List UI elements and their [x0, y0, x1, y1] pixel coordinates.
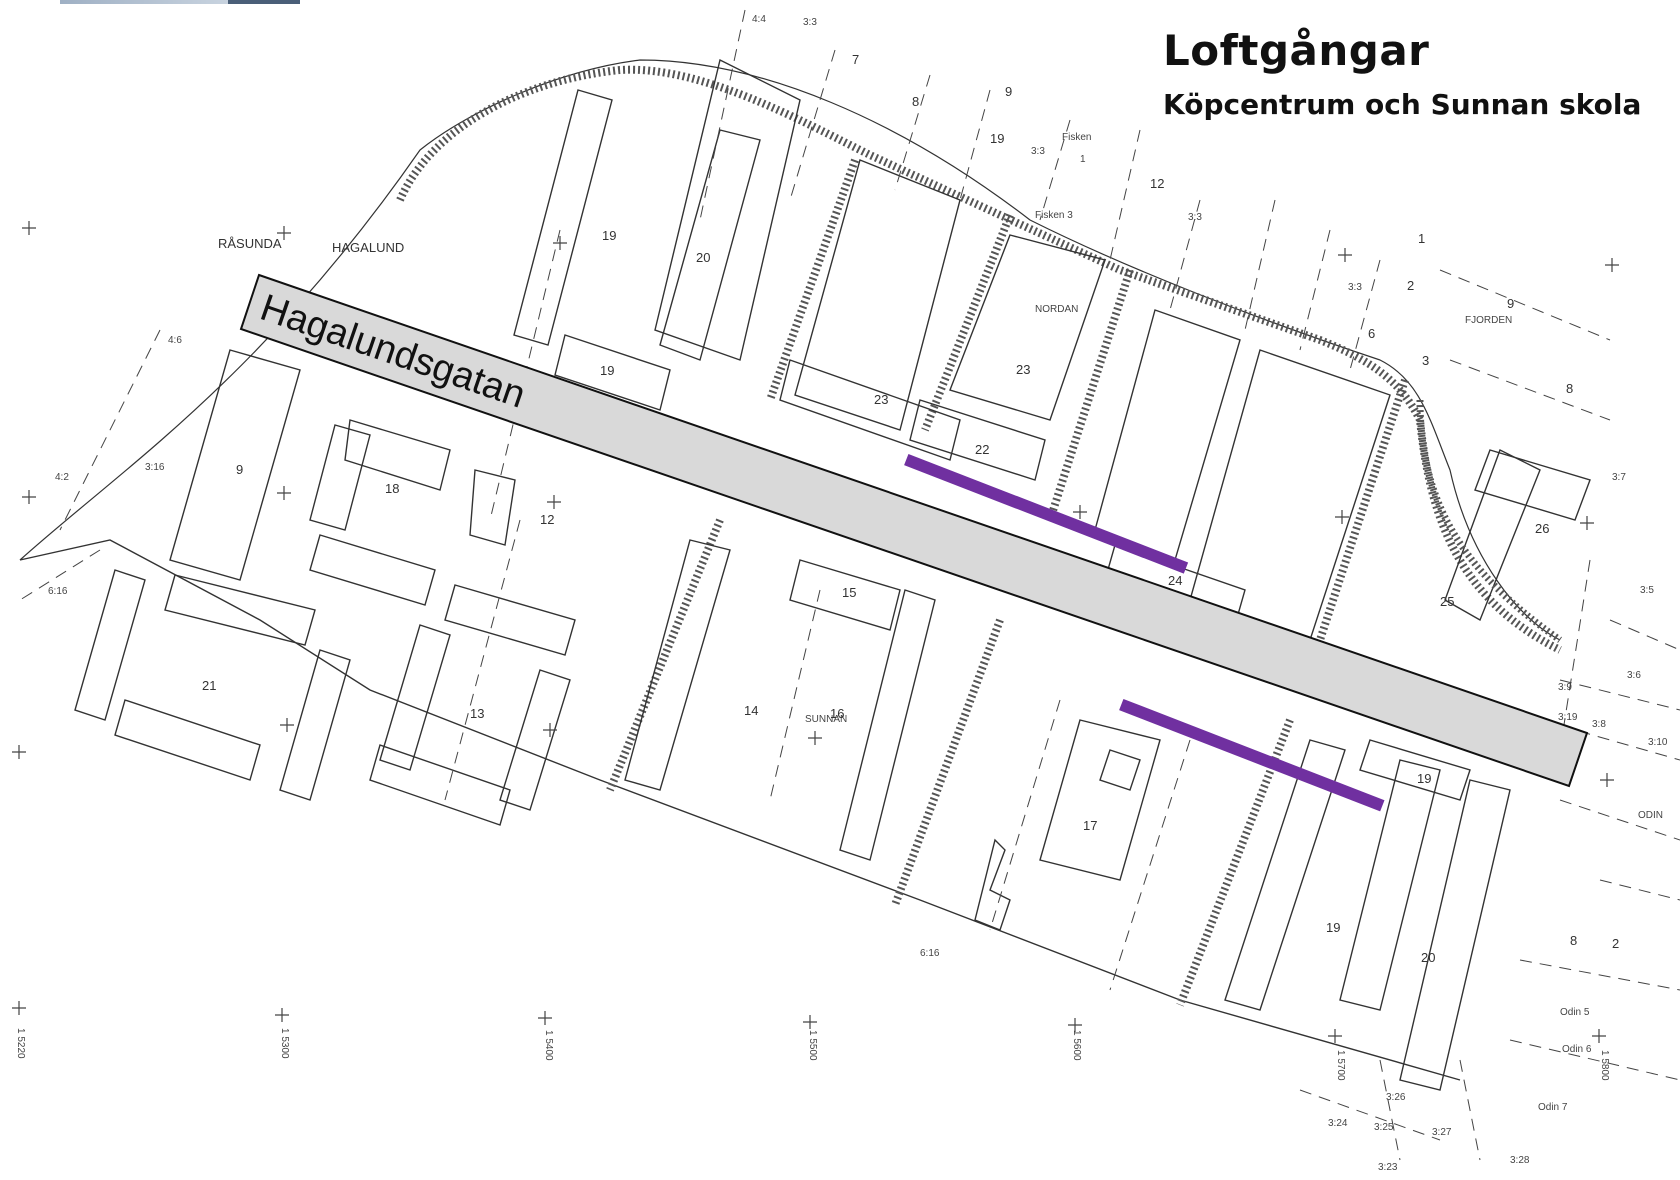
page-title: Loftgångar	[1163, 26, 1430, 75]
coord-label: 1 5500	[807, 1030, 818, 1061]
parcel-8c: 8	[1570, 933, 1577, 948]
parcel-numbers: 19 20 19 9 18 12 23 23 22 24 26 25 15 14…	[202, 52, 1619, 965]
grid-label: 3:26	[1386, 1092, 1406, 1103]
label-rasunda: RÅSUNDA	[218, 236, 282, 251]
label-odin-7: Odin 7	[1538, 1102, 1568, 1113]
parcel-15: 15	[842, 585, 856, 600]
parcel-22: 22	[975, 442, 989, 457]
logo-strip	[60, 0, 300, 4]
street-label: Hagalundsgatan	[255, 287, 530, 417]
parcel-9c: 9	[1005, 84, 1012, 99]
label-fisken-3: Fisken 3	[1035, 210, 1073, 221]
parcel-7: 7	[852, 52, 859, 67]
grid-label: 3:27	[1432, 1127, 1452, 1138]
parcel-25: 25	[1440, 594, 1454, 609]
grid-label: 3:3	[1188, 212, 1202, 223]
parcel-9b: 9	[1507, 296, 1514, 311]
parcel-8: 8	[912, 94, 919, 109]
parcel-20a: 20	[696, 250, 710, 265]
coord-label: 1 5220	[15, 1028, 26, 1059]
coordinate-labels: 1 5220 1 5300 1 5400 1 5500 1 5600 1 570…	[15, 1028, 1610, 1081]
parcel-24: 24	[1168, 573, 1182, 588]
parcel-3: 3	[1422, 353, 1429, 368]
place-labels: RÅSUNDA HAGALUND NORDAN SUNNAN FJORDEN F…	[218, 132, 1663, 1113]
parcel-1: 1	[1418, 231, 1425, 246]
coord-label: 1 5700	[1335, 1050, 1346, 1081]
grid-labels: 4:6 3:3 3:16 4:4 4:2 6:16 6:16 3:5 3:6 3…	[48, 14, 1668, 1173]
label-odin-6: Odin 6	[1562, 1044, 1592, 1055]
grid-label: 6:16	[48, 586, 68, 597]
label-nordan: NORDAN	[1035, 304, 1078, 315]
parcel-14: 14	[744, 703, 758, 718]
grid-label: 3:23	[1378, 1162, 1398, 1173]
grid-label: 3:19	[1558, 712, 1578, 723]
label-fisken-1-num: 1	[1080, 154, 1086, 165]
grid-label: 3:24	[1328, 1118, 1348, 1129]
parcel-19b: 19	[600, 363, 614, 378]
walkways	[767, 400, 1385, 812]
coord-label: 1 5300	[279, 1028, 290, 1059]
parcel-9: 9	[236, 462, 243, 477]
grid-label: 4:2	[55, 472, 69, 483]
grid-label: 4:4	[752, 14, 766, 25]
parcel-16: 16	[830, 706, 844, 721]
parcel-12: 12	[540, 512, 554, 527]
grid-label: 3:9	[1558, 682, 1572, 693]
parcel-23b: 23	[1016, 362, 1030, 377]
grid-crosses	[12, 221, 1619, 1043]
parcel-2: 2	[1407, 278, 1414, 293]
coord-label: 1 5600	[1071, 1030, 1082, 1061]
grid-label: 4:6	[168, 335, 182, 346]
grid-label: 3:8	[1592, 719, 1606, 730]
grid-label: 3:16	[145, 462, 165, 473]
label-fjorden: FJORDEN	[1465, 315, 1512, 326]
property-boundaries	[19, 9, 1680, 1161]
label-sunnan: SUNNAN	[805, 714, 847, 725]
parcel-12b: 12	[1150, 176, 1164, 191]
grid-label: 3:7	[1612, 472, 1626, 483]
grid-label: 3:5	[1640, 585, 1654, 596]
parcel-18: 18	[385, 481, 399, 496]
grid-label: 3:3	[1348, 282, 1362, 293]
parcel-21: 21	[202, 678, 216, 693]
coord-label: 1 5400	[543, 1030, 554, 1061]
parcel-26: 26	[1535, 521, 1549, 536]
parcel-23a: 23	[874, 392, 888, 407]
parcel-19c: 19	[1417, 771, 1431, 786]
grid-label: 6:16	[920, 948, 940, 959]
parcel-20b: 20	[1421, 950, 1435, 965]
grid-label: 3:28	[1510, 1155, 1530, 1166]
label-odin: ODIN	[1638, 810, 1663, 821]
parcel-8b: 8	[1566, 381, 1573, 396]
parcel-19d: 19	[1326, 920, 1340, 935]
parcel-6: 6	[1368, 326, 1375, 341]
grid-label: 3:3	[1031, 146, 1045, 157]
grid-label: 3:25	[1374, 1122, 1394, 1133]
page-subtitle: Köpcentrum och Sunnan skola	[1163, 88, 1642, 121]
street-band: Hagalundsgatan	[239, 273, 1589, 788]
parcel-2b: 2	[1612, 936, 1619, 951]
label-fisken-1: Fisken	[1062, 132, 1091, 143]
parcel-17: 17	[1083, 818, 1097, 833]
grid-label: 3:6	[1627, 670, 1641, 681]
walkway-north	[904, 453, 1189, 574]
base-linework	[19, 58, 1591, 1091]
walkway-south	[1119, 698, 1385, 812]
coord-label: 1 5800	[1599, 1050, 1610, 1081]
label-odin-5: Odin 5	[1560, 1007, 1590, 1018]
grid-label: 3:3	[803, 17, 817, 28]
parcel-19e: 19	[990, 131, 1004, 146]
parcel-13: 13	[470, 706, 484, 721]
label-hagalund: HAGALUND	[332, 240, 404, 255]
grid-label: 3:10	[1648, 737, 1668, 748]
parcel-19a: 19	[602, 228, 616, 243]
